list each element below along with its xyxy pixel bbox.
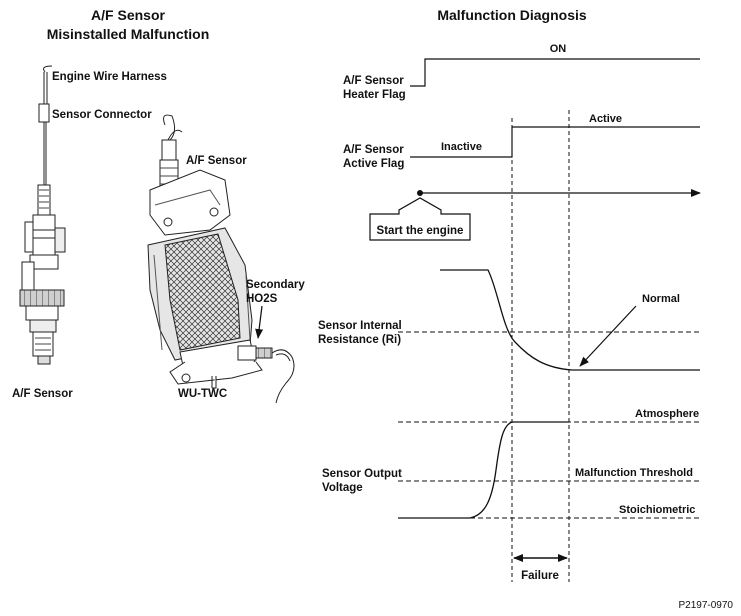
active-flag-label-line2: Active Flag: [343, 158, 404, 170]
heater-on-label: ON: [550, 43, 567, 55]
failure-label: Failure: [521, 570, 559, 582]
stoichiometric-label: Stoichiometric: [619, 504, 695, 516]
catalytic-converter-illustration: [147, 114, 295, 404]
label-wu-twc: WU-TWC: [178, 388, 227, 400]
right-title: Malfunction Diagnosis: [437, 7, 587, 23]
misinstalled-af-sensor-illustration: [19, 65, 66, 365]
active-flag-label-line1: A/F Sensor: [343, 144, 404, 156]
label-af-sensor-catalyst: A/F Sensor: [186, 155, 247, 167]
label-af-sensor-bottom: A/F Sensor: [12, 388, 73, 400]
heater-flag-trace: [410, 58, 700, 87]
label-sensor-connector: Sensor Connector: [52, 109, 152, 121]
secondary-ho2s-leader: [255, 305, 264, 339]
start-engine-callout: [369, 197, 471, 241]
start-engine-label: Start the engine: [377, 225, 464, 237]
figure-code: P2197-0970: [679, 600, 734, 611]
heater-flag-label-line2: Heater Flag: [343, 89, 406, 101]
label-secondary-ho2s-line2: HO2S: [246, 293, 278, 305]
voltage-label-line1: Sensor Output: [322, 468, 402, 480]
resistance-curve: [440, 269, 700, 371]
normal-leader: [579, 305, 637, 367]
heater-flag-label-line1: A/F Sensor: [343, 75, 404, 87]
resistance-label-line1: Sensor Internal: [318, 320, 402, 332]
resistance-label-line2: Resistance (Ri): [318, 334, 401, 346]
atmosphere-label: Atmosphere: [635, 408, 699, 420]
inactive-label: Inactive: [441, 141, 482, 153]
voltage-label-line2: Voltage: [322, 482, 363, 494]
malfunction-threshold-label: Malfunction Threshold: [575, 467, 693, 479]
active-label: Active: [589, 113, 622, 125]
voltage-curve: [398, 421, 569, 519]
left-title-line2: Misinstalled Malfunction: [47, 26, 210, 42]
label-engine-wire-harness: Engine Wire Harness: [52, 71, 167, 83]
normal-label: Normal: [642, 293, 680, 305]
left-title-line1: A/F Sensor: [91, 7, 165, 23]
label-secondary-ho2s-line1: Secondary: [246, 279, 305, 291]
